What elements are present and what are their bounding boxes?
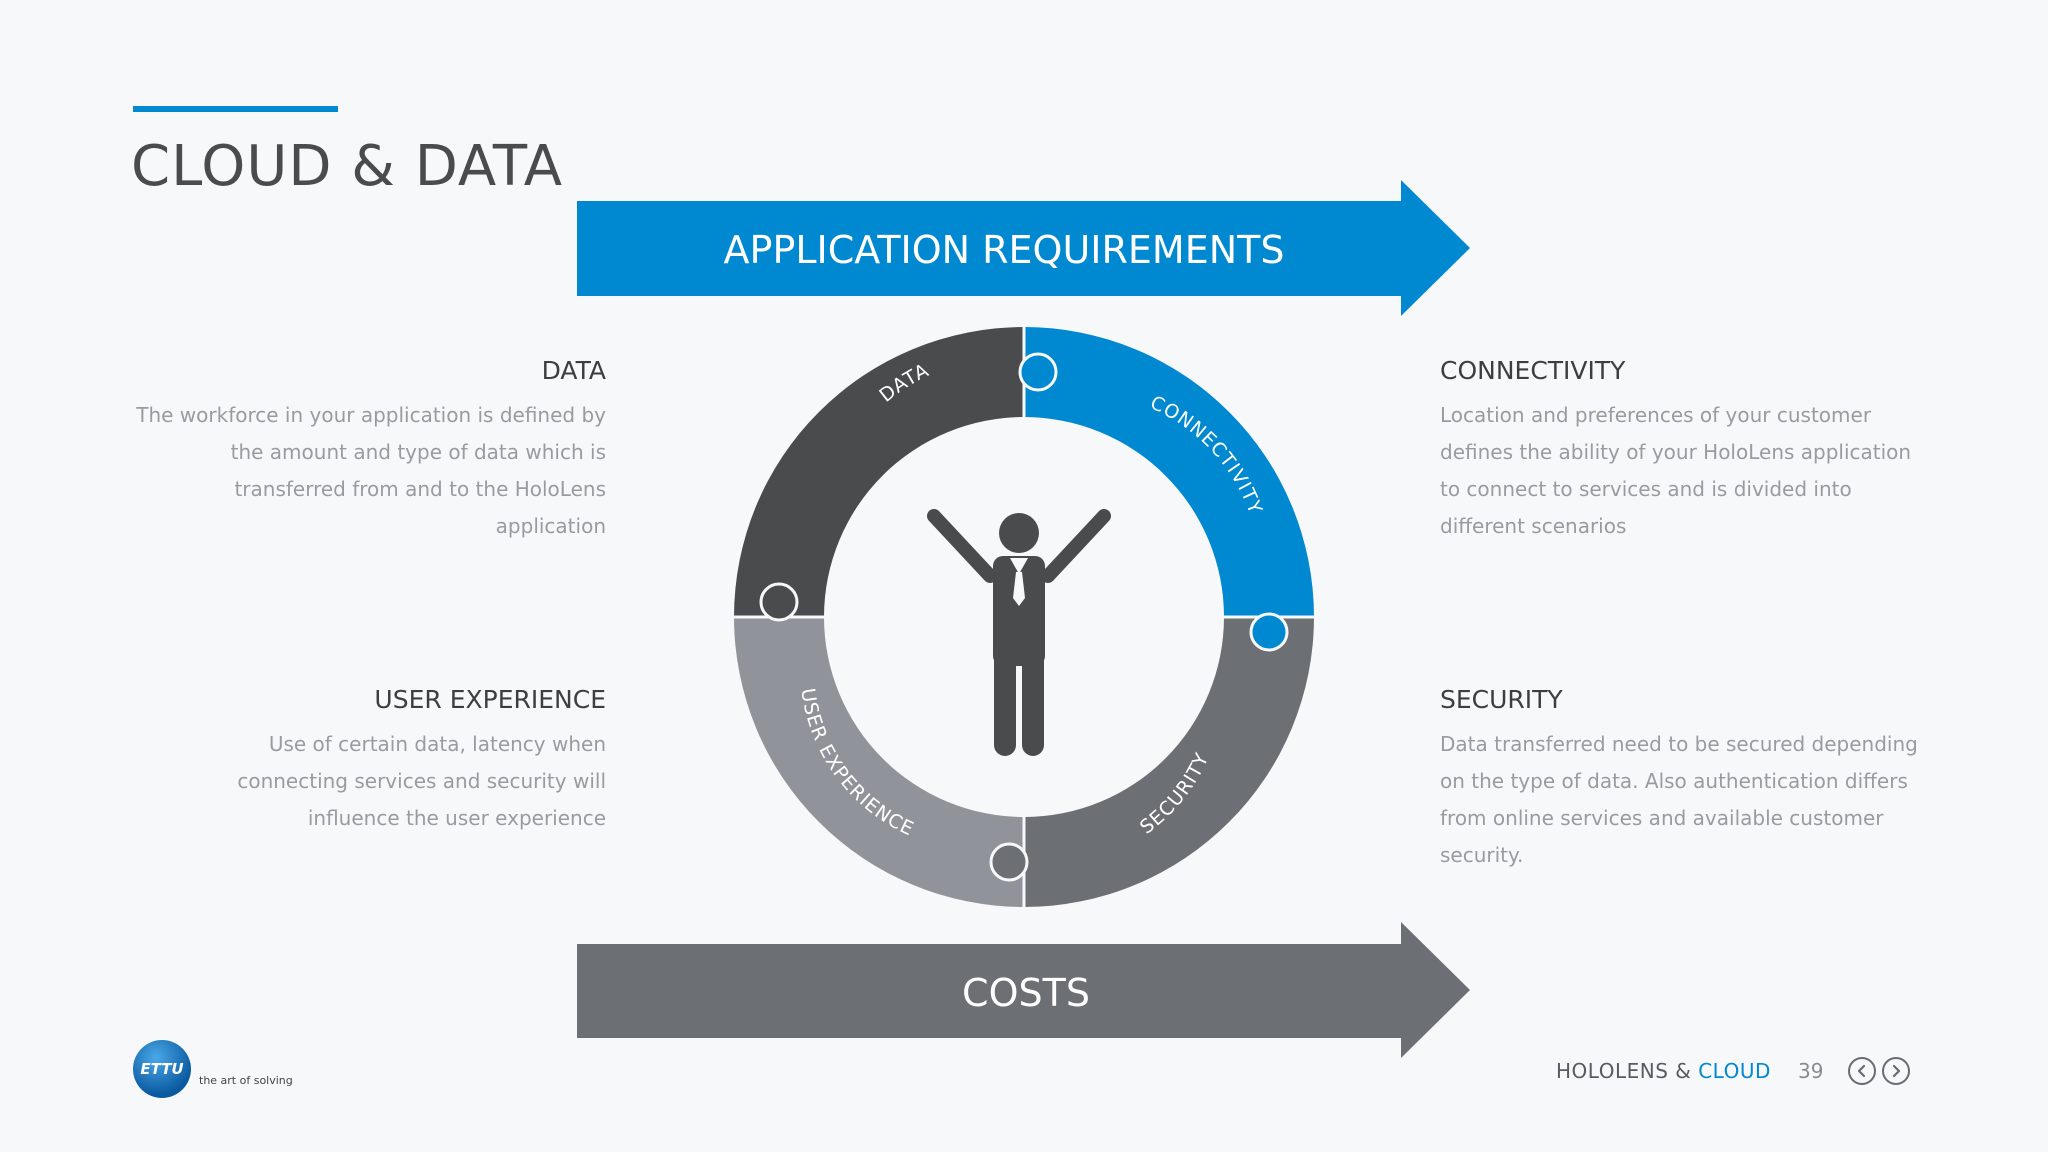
chevron-left-icon xyxy=(1857,1064,1866,1078)
logo-text: ETTU xyxy=(140,1060,184,1078)
connectivity-segment xyxy=(1024,327,1314,617)
next-slide-button[interactable] xyxy=(1882,1057,1910,1085)
puzzle-knob xyxy=(1249,612,1289,652)
chevron-right-icon xyxy=(1892,1064,1901,1078)
puzzle-knob xyxy=(1018,352,1058,392)
costs-label: COSTS xyxy=(962,971,1090,1015)
data-block-title: DATA xyxy=(541,356,606,385)
connectivity-block-description: Location and preferences of your custome… xyxy=(1440,403,1912,538)
data-block-description: The workforce in your application is def… xyxy=(136,403,606,538)
company-logo: ETTU xyxy=(133,1040,191,1098)
footer-section-accent: CLOUD xyxy=(1698,1059,1771,1083)
data-segment xyxy=(734,327,1024,617)
person-arms-raised-icon xyxy=(927,509,1111,756)
user-experience-block-description: Use of certain data, latency when connec… xyxy=(237,732,606,830)
application-requirements-label: APPLICATION REQUIREMENTS xyxy=(724,228,1285,272)
footer-section-prefix: HOLOLENS & xyxy=(1556,1059,1699,1083)
costs-arrow xyxy=(577,922,1470,1058)
application-requirements-arrow xyxy=(577,180,1470,316)
puzzle-knob xyxy=(989,842,1029,882)
user-experience-block-title: USER EXPERIENCE xyxy=(374,685,606,714)
security-block: SECURITY Data transferred need to be sec… xyxy=(1440,685,1920,874)
connectivity-block: CONNECTIVITY Location and preferences of… xyxy=(1440,356,1920,545)
footer-section-label: HOLOLENS & CLOUD xyxy=(1556,1059,1771,1083)
page-title: CLOUD & DATA xyxy=(131,134,564,199)
previous-slide-button[interactable] xyxy=(1848,1057,1876,1085)
connectivity-block-title: CONNECTIVITY xyxy=(1440,356,1626,385)
security-block-description: Data transferred need to be secured depe… xyxy=(1440,732,1918,867)
security-segment xyxy=(1024,617,1314,907)
data-block: DATA The workforce in your application i… xyxy=(134,356,606,545)
user-experience-segment xyxy=(734,617,1024,907)
puzzle-knob xyxy=(759,582,799,622)
user-experience-block: USER EXPERIENCE Use of certain data, lat… xyxy=(134,685,606,837)
logo-tagline: the art of solving xyxy=(199,1074,293,1087)
title-accent-rule xyxy=(133,106,338,112)
page-number: 39 xyxy=(1798,1059,1824,1083)
security-block-title: SECURITY xyxy=(1440,685,1563,714)
